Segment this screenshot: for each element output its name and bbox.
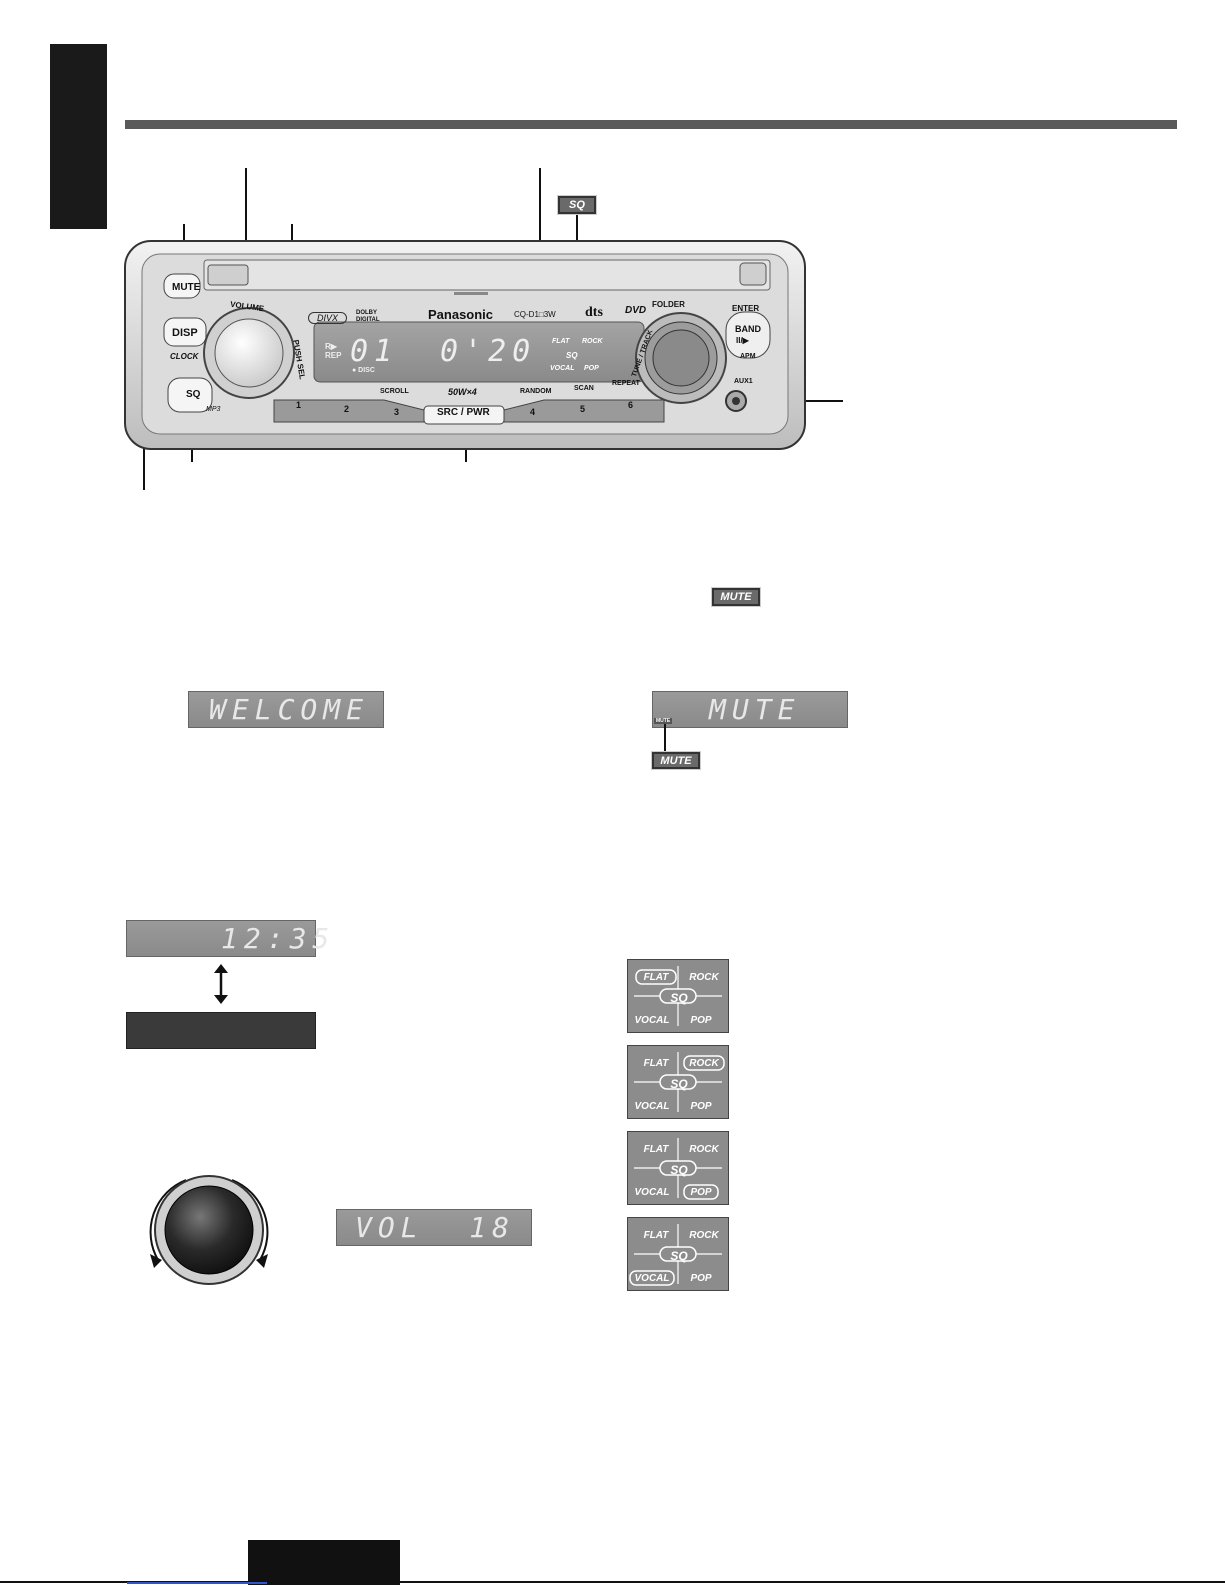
sq-label-sq: SQ xyxy=(670,1249,688,1263)
model-label: CQ-D1□3W xyxy=(514,310,556,319)
lcd-rep: R▶ REP xyxy=(325,342,342,360)
dolby-logo: DOLBY DIGITAL xyxy=(356,310,380,323)
volume-display: VOL 18 xyxy=(336,1209,532,1246)
sq-label-flat: FLAT xyxy=(644,1144,670,1155)
clock-label: CLOCK xyxy=(170,352,199,361)
head-unit-faceplate xyxy=(124,240,806,450)
sq-selected-outline xyxy=(635,969,677,985)
sq-label-sq: SQ xyxy=(670,991,688,1005)
scroll-label: SCROLL xyxy=(380,388,409,395)
sq-label-vocal: VOCAL xyxy=(635,1273,670,1284)
sq-label-pop: POP xyxy=(690,1015,711,1026)
lcd-time: 0'20 xyxy=(440,334,537,369)
dvd-logo: DVD xyxy=(625,305,647,316)
sq-label-flat: FLAT xyxy=(644,1058,670,1069)
sq-label-pop: POP xyxy=(690,1101,711,1112)
header-rule xyxy=(125,120,1177,129)
sq-label-rock: ROCK xyxy=(689,1144,719,1155)
sq-selected-outline xyxy=(683,1055,725,1071)
aux1-label: AUX1 xyxy=(734,378,753,385)
mute-badge: MUTE xyxy=(711,587,761,607)
preset-6[interactable]: 6 xyxy=(628,400,634,410)
sq-label-flat: FLAT xyxy=(644,1230,670,1241)
footer-rule xyxy=(0,1581,1225,1583)
sq-button[interactable]: SQ xyxy=(186,389,201,400)
sq-label-sq: SQ xyxy=(670,1077,688,1091)
preset-4[interactable]: 4 xyxy=(530,407,536,417)
lcd-disc: ● DISC xyxy=(352,367,375,374)
brand-logo: Panasonic xyxy=(428,307,494,322)
dts-logo: dts xyxy=(585,305,603,320)
welcome-display: WELCOME xyxy=(188,691,384,728)
sq-label-rock: ROCK xyxy=(689,1230,719,1241)
mp3-label: MP3 xyxy=(206,406,221,413)
sq-label-flat: FLAT xyxy=(644,972,670,983)
sq-label-rock: ROCK xyxy=(689,972,719,983)
lcd-sq: SQ xyxy=(566,351,578,360)
random-label: RANDOM xyxy=(520,388,552,395)
display-off-block xyxy=(126,1012,316,1049)
sq-badge: SQ xyxy=(557,195,597,215)
lcd-flat: FLAT xyxy=(552,338,570,345)
lcd-pop: POP xyxy=(584,365,599,372)
band-button[interactable]: BAND xyxy=(735,324,761,334)
folder-label: FOLDER xyxy=(652,300,685,309)
volume-knob-icon xyxy=(149,1175,269,1285)
section-tab xyxy=(50,44,107,229)
preset-2[interactable]: 2 xyxy=(344,404,350,414)
sq-selected-outline xyxy=(683,1184,719,1200)
mute-display: MUTE xyxy=(652,691,848,728)
sq-label-vocal: VOCAL xyxy=(635,1015,670,1026)
apm-label: APM xyxy=(740,353,756,360)
sq-label-vocal: VOCAL xyxy=(635,1187,670,1198)
lcd-rock: ROCK xyxy=(582,338,603,345)
repeat-label: REPEAT xyxy=(612,380,640,387)
sq-label-sq: SQ xyxy=(670,1163,688,1177)
sq-selected-outline xyxy=(629,1270,675,1286)
sq-label-pop: POP xyxy=(690,1273,711,1284)
power-rating: 50W×4 xyxy=(448,387,477,397)
preset-1[interactable]: 1 xyxy=(296,400,302,410)
lcd-vocal: VOCAL xyxy=(550,365,575,372)
sq-label-rock: ROCK xyxy=(689,1058,719,1069)
toggle-arrow-icon xyxy=(214,964,228,1004)
mute-button[interactable]: MUTE xyxy=(172,282,201,293)
divx-logo: DIVX xyxy=(308,312,348,324)
preset-5[interactable]: 5 xyxy=(580,404,586,414)
clock-display: 12:35 xyxy=(126,920,329,957)
footer-link-underline xyxy=(127,1582,267,1584)
src-pwr-button[interactable]: SRC / PWR xyxy=(437,407,490,418)
preset-3[interactable]: 3 xyxy=(394,407,400,417)
lcd-track: 01 xyxy=(350,334,399,369)
sq-label-pop: POP xyxy=(690,1187,711,1198)
mute-indicator: MUTE xyxy=(654,718,673,724)
band-sub-label: II/▶ xyxy=(736,336,749,345)
disp-button[interactable]: DISP xyxy=(172,327,198,339)
scan-label: SCAN xyxy=(574,385,594,392)
page-footer-block xyxy=(248,1540,400,1585)
enter-label: ENTER xyxy=(732,304,760,313)
sq-label-vocal: VOCAL xyxy=(635,1101,670,1112)
mute-badge-small: MUTE xyxy=(651,751,701,770)
callout-line-mute-indicator xyxy=(664,724,666,752)
